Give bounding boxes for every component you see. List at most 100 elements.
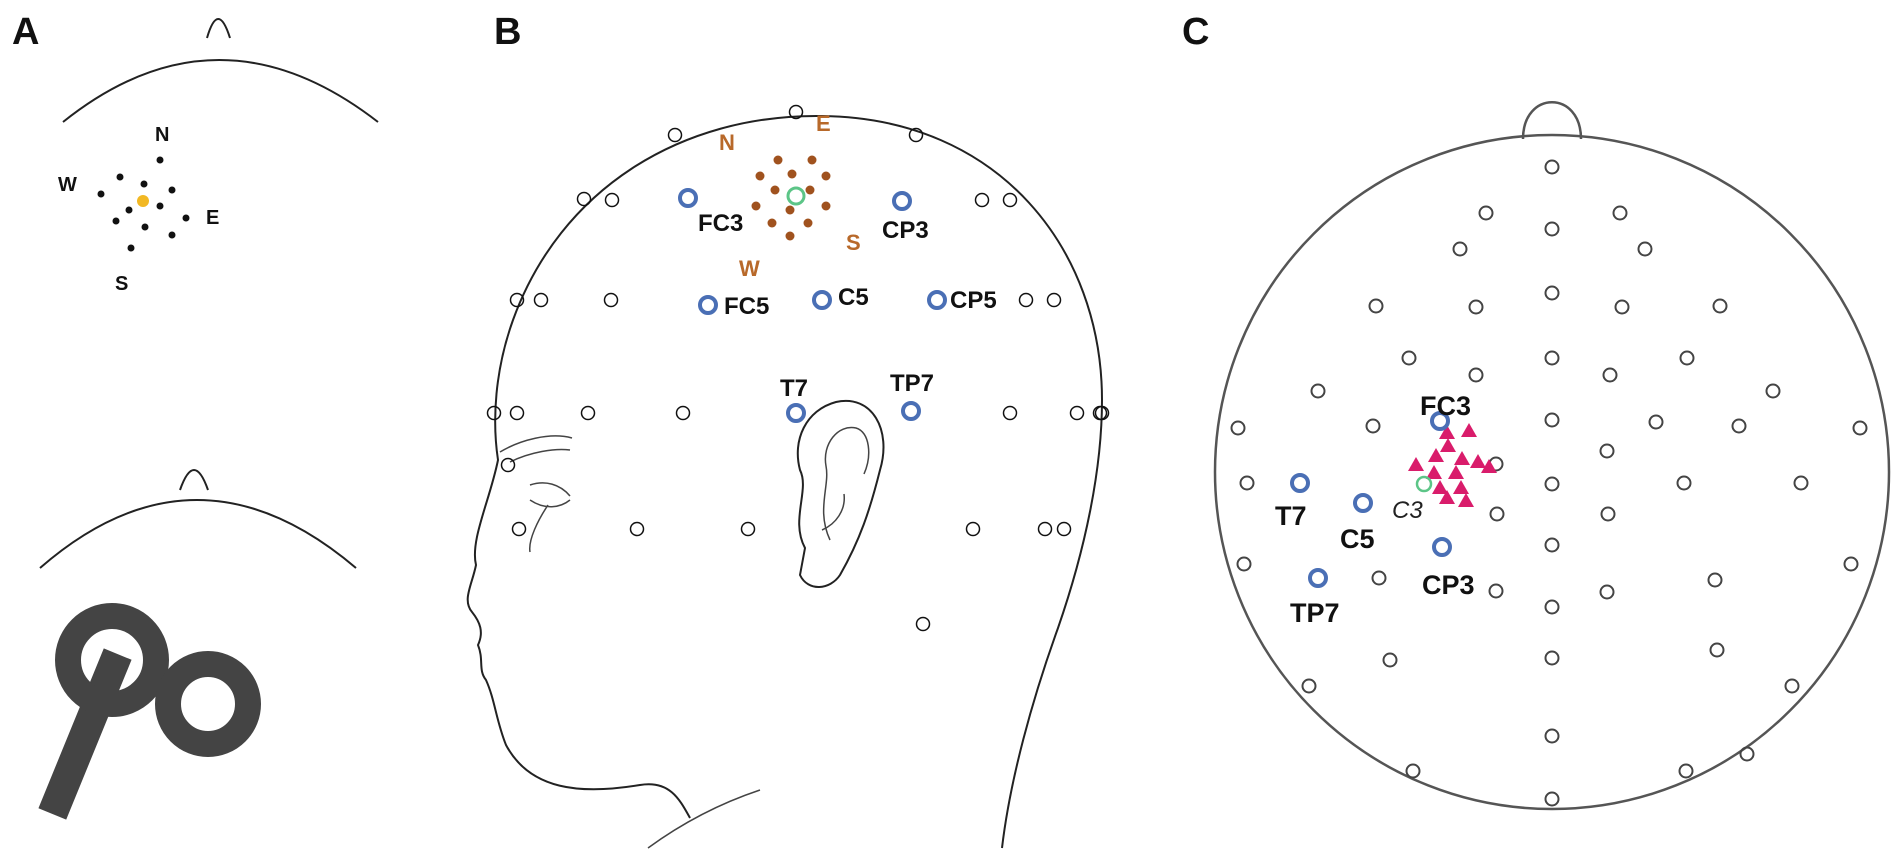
electrode-small: [1765, 383, 1781, 399]
electrode-small: [1468, 367, 1484, 383]
electrode-small: [1544, 537, 1560, 553]
electrode-small: [675, 405, 691, 421]
electrode-small: [1676, 475, 1692, 491]
electrode-small: [1239, 475, 1255, 491]
stimulation-dot: [156, 202, 164, 210]
stimulation-triangle: [1432, 480, 1448, 494]
electrode-small: [1602, 367, 1618, 383]
panel-a: A N W E S: [12, 11, 379, 820]
electrode-small: [1544, 350, 1560, 366]
stimulation-triangle: [1470, 454, 1486, 468]
highlighted-electrodes-c: [1290, 411, 1452, 588]
stimulation-dot: [127, 244, 135, 252]
electrode-small: [740, 521, 756, 537]
electrode-small: [1371, 570, 1387, 586]
electrode-small: [1544, 476, 1560, 492]
label-t7-b: T7: [780, 375, 808, 402]
panel-b-label: B: [494, 11, 521, 53]
electrode-small: [603, 292, 619, 308]
electrode-small: [1544, 599, 1560, 615]
electrode-small: [1301, 678, 1317, 694]
electrode-c5-b: [812, 290, 832, 310]
stimulation-dot: [140, 180, 148, 188]
electrode-small: [1852, 420, 1868, 436]
stimulation-triangle: [1408, 457, 1424, 471]
stimulation-triangle: [1426, 465, 1442, 479]
electrode-small: [1002, 192, 1018, 208]
electrode-small: [580, 405, 596, 421]
electrode-small: [1712, 298, 1728, 314]
stimulation-dot: [787, 169, 797, 179]
stimulation-triangle: [1439, 490, 1455, 504]
stimulation-triangle: [1461, 423, 1477, 437]
direction-w-a: W: [58, 174, 77, 196]
label-c5-c: C5: [1340, 524, 1375, 554]
electrode-small: [1056, 521, 1072, 537]
electrode-small: [974, 192, 990, 208]
electrode-small: [908, 127, 924, 143]
direction-s-b: S: [846, 230, 861, 255]
electrode-small: [1614, 299, 1630, 315]
stimulation-triangle: [1448, 465, 1464, 479]
electrode-t7-c: [1290, 473, 1310, 493]
electrode-small: [1843, 556, 1859, 572]
stimulation-dot: [116, 173, 124, 181]
stimulation-triangle: [1481, 459, 1497, 473]
panel-b: B N E W S: [466, 11, 1110, 849]
label-fc5-b: FC5: [724, 293, 769, 320]
stimulation-dot: [141, 223, 149, 231]
stimulation-dot: [182, 214, 190, 222]
electrode-c5-c: [1353, 493, 1373, 513]
electrode-small: [667, 127, 683, 143]
electrode-small: [576, 191, 592, 207]
recording-key-icon: [38, 603, 261, 820]
electrode-small: [486, 405, 502, 421]
electrode-small: [1637, 241, 1653, 257]
ear-outline: [796, 399, 885, 588]
stimulation-dot: [125, 206, 133, 214]
electrode-small: [965, 521, 981, 537]
nose-lower: [179, 469, 209, 491]
electrode-small: [1046, 292, 1062, 308]
electrode-small: [1679, 350, 1695, 366]
electrode-small: [1365, 418, 1381, 434]
stimulation-dot: [773, 155, 783, 165]
electrode-small: [1678, 763, 1694, 779]
stimulation-dot: [807, 155, 817, 165]
reference-electrode-b: [786, 186, 806, 206]
stimulation-dot: [755, 171, 765, 181]
electrode-small: [1612, 205, 1628, 221]
stimulation-triangle: [1440, 438, 1456, 452]
direction-w-b: W: [739, 256, 760, 281]
stimulation-grid-c: [1408, 423, 1497, 507]
electrode-small: [511, 521, 527, 537]
label-fc3-c: FC3: [1420, 391, 1471, 421]
head-profile-outline: [466, 114, 1104, 849]
electrode-small: [1544, 412, 1560, 428]
electrode-small: [1544, 728, 1560, 744]
direction-n-b: N: [719, 130, 735, 155]
electrode-small: [1405, 763, 1421, 779]
label-c3-c: C3: [1392, 497, 1423, 524]
electrode-small: [1468, 299, 1484, 315]
electrode-small: [1452, 241, 1468, 257]
electrode-small: [1544, 650, 1560, 666]
electrode-small: [1002, 405, 1018, 421]
electrode-small: [1401, 350, 1417, 366]
electrode-small: [604, 192, 620, 208]
stimulation-dot: [97, 190, 105, 198]
label-tp7-c: TP7: [1290, 598, 1340, 628]
electrode-small: [509, 292, 525, 308]
stimulation-dot: [112, 217, 120, 225]
electrode-small: [509, 405, 525, 421]
electrode-tp7-b: [901, 401, 921, 421]
electrode-fc5-b: [698, 295, 718, 315]
direction-n-a: N: [155, 124, 169, 146]
electrode-small: [1709, 642, 1725, 658]
stimulation-dot: [785, 231, 795, 241]
electrode-small: [1784, 678, 1800, 694]
direction-s-a: S: [115, 273, 128, 295]
nose-upper: [206, 18, 231, 39]
electrode-small: [1648, 414, 1664, 430]
